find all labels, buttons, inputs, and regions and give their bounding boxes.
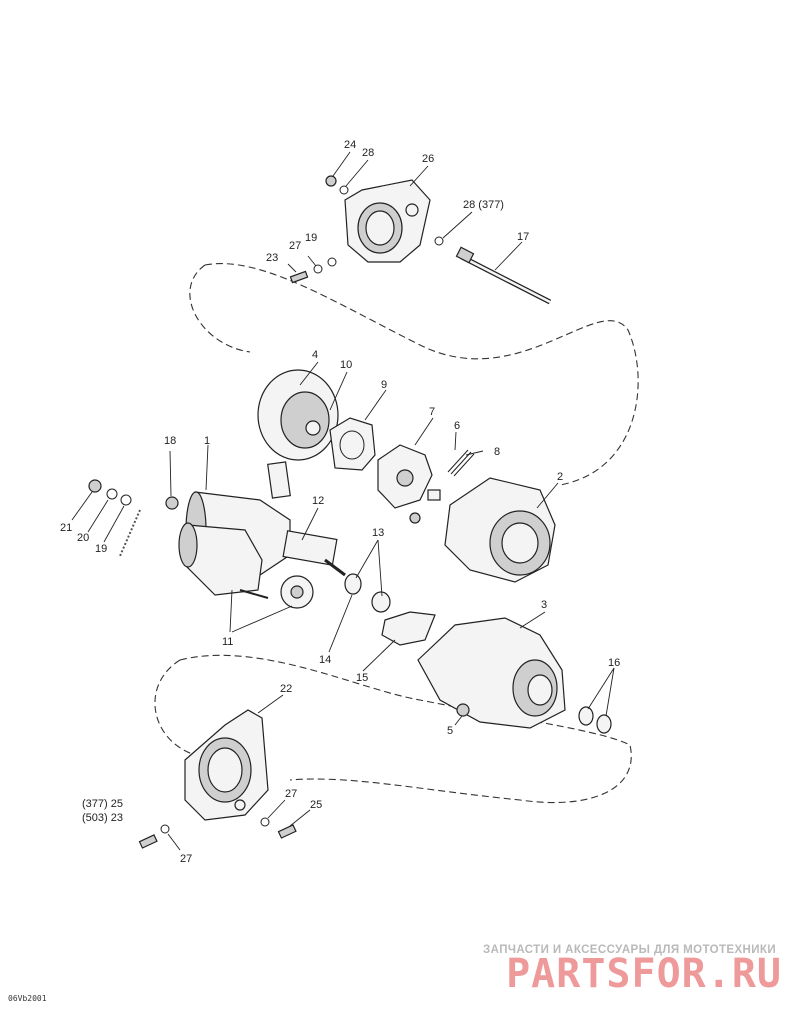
solenoid-11: [178, 522, 269, 599]
screw-25: [277, 824, 297, 839]
label-19-left: 19: [95, 543, 107, 555]
label-28: 28: [362, 147, 374, 159]
label-1: 1: [204, 435, 210, 447]
label-5: 5: [447, 725, 453, 737]
label-8: 8: [494, 446, 500, 458]
gear: [280, 575, 314, 609]
brush-plate-10: [329, 417, 376, 471]
label-13: 13: [372, 527, 384, 539]
lower-group-loop: [154, 654, 632, 804]
spring-8: [447, 449, 475, 477]
label-2: 2: [557, 471, 563, 483]
label-19-top: 19: [305, 232, 317, 244]
nut-18: [165, 496, 179, 510]
label-14: 14: [319, 654, 331, 666]
upper-group-loop: [189, 263, 639, 486]
label-17: 17: [517, 231, 529, 243]
label-18: 18: [164, 435, 176, 447]
leader-lines: [71, 151, 615, 851]
label-3: 3: [541, 599, 547, 611]
washer-27: [313, 264, 323, 274]
mounting-plate-26: [344, 179, 431, 263]
label-15: 15: [356, 672, 368, 684]
label-20: 20: [77, 532, 89, 544]
watermark-logo: PARTSFOR.RU: [506, 951, 782, 997]
washer-27-lower: [160, 824, 170, 834]
label-9: 9: [381, 379, 387, 391]
drive-housing-3: [417, 617, 566, 729]
label-26: 26: [422, 153, 434, 165]
label-377-25: (377) 25: [82, 798, 123, 810]
drawing-code: 06Vb2001: [8, 994, 47, 1003]
pinion-drive-12: [282, 530, 346, 577]
washer-14: [344, 573, 362, 595]
label-4: 4: [312, 349, 318, 361]
label-28-377: 28 (377): [463, 199, 504, 211]
bushing-16: [578, 706, 612, 734]
nut-24: [325, 175, 337, 187]
end-cover-4: [257, 369, 339, 499]
washer-28: [339, 185, 349, 195]
label-27-right: 27: [285, 788, 297, 800]
brush-6: [409, 489, 441, 524]
screw-23: [289, 270, 309, 284]
motor-housing-2: [444, 477, 556, 583]
label-503-23: (503) 23: [82, 812, 123, 824]
washer-27-right: [260, 817, 270, 827]
label-6: 6: [454, 420, 460, 432]
lever-fork-15: [381, 611, 436, 646]
washer-20: [106, 488, 118, 500]
washer-19-left: [120, 494, 132, 506]
label-23-top: 23: [266, 252, 278, 264]
brush-holder-7: [377, 444, 433, 509]
label-27-lower: 27: [180, 853, 192, 865]
label-25: 25: [310, 799, 322, 811]
screw-23-503: [138, 834, 158, 849]
label-21: 21: [60, 522, 72, 534]
label-11: 11: [222, 636, 233, 648]
watermark-tagline: ЗАПЧАСТИ И АКСЕССУАРЫ ДЛЯ МОТОТЕХНИКИ: [483, 944, 776, 956]
label-7: 7: [429, 406, 435, 418]
label-27-top: 27: [289, 240, 301, 252]
washer-28-377: [434, 236, 444, 246]
label-10: 10: [340, 359, 352, 371]
nut-21: [88, 479, 102, 493]
through-bolt-17: [455, 246, 552, 305]
washer-13: [371, 591, 391, 613]
label-12: 12: [312, 495, 324, 507]
mounting-plate-22: [184, 709, 269, 821]
label-16: 16: [608, 657, 620, 669]
washer-19: [327, 257, 337, 267]
stud-19: [119, 509, 141, 557]
label-22: 22: [280, 683, 292, 695]
label-24: 24: [344, 139, 356, 151]
